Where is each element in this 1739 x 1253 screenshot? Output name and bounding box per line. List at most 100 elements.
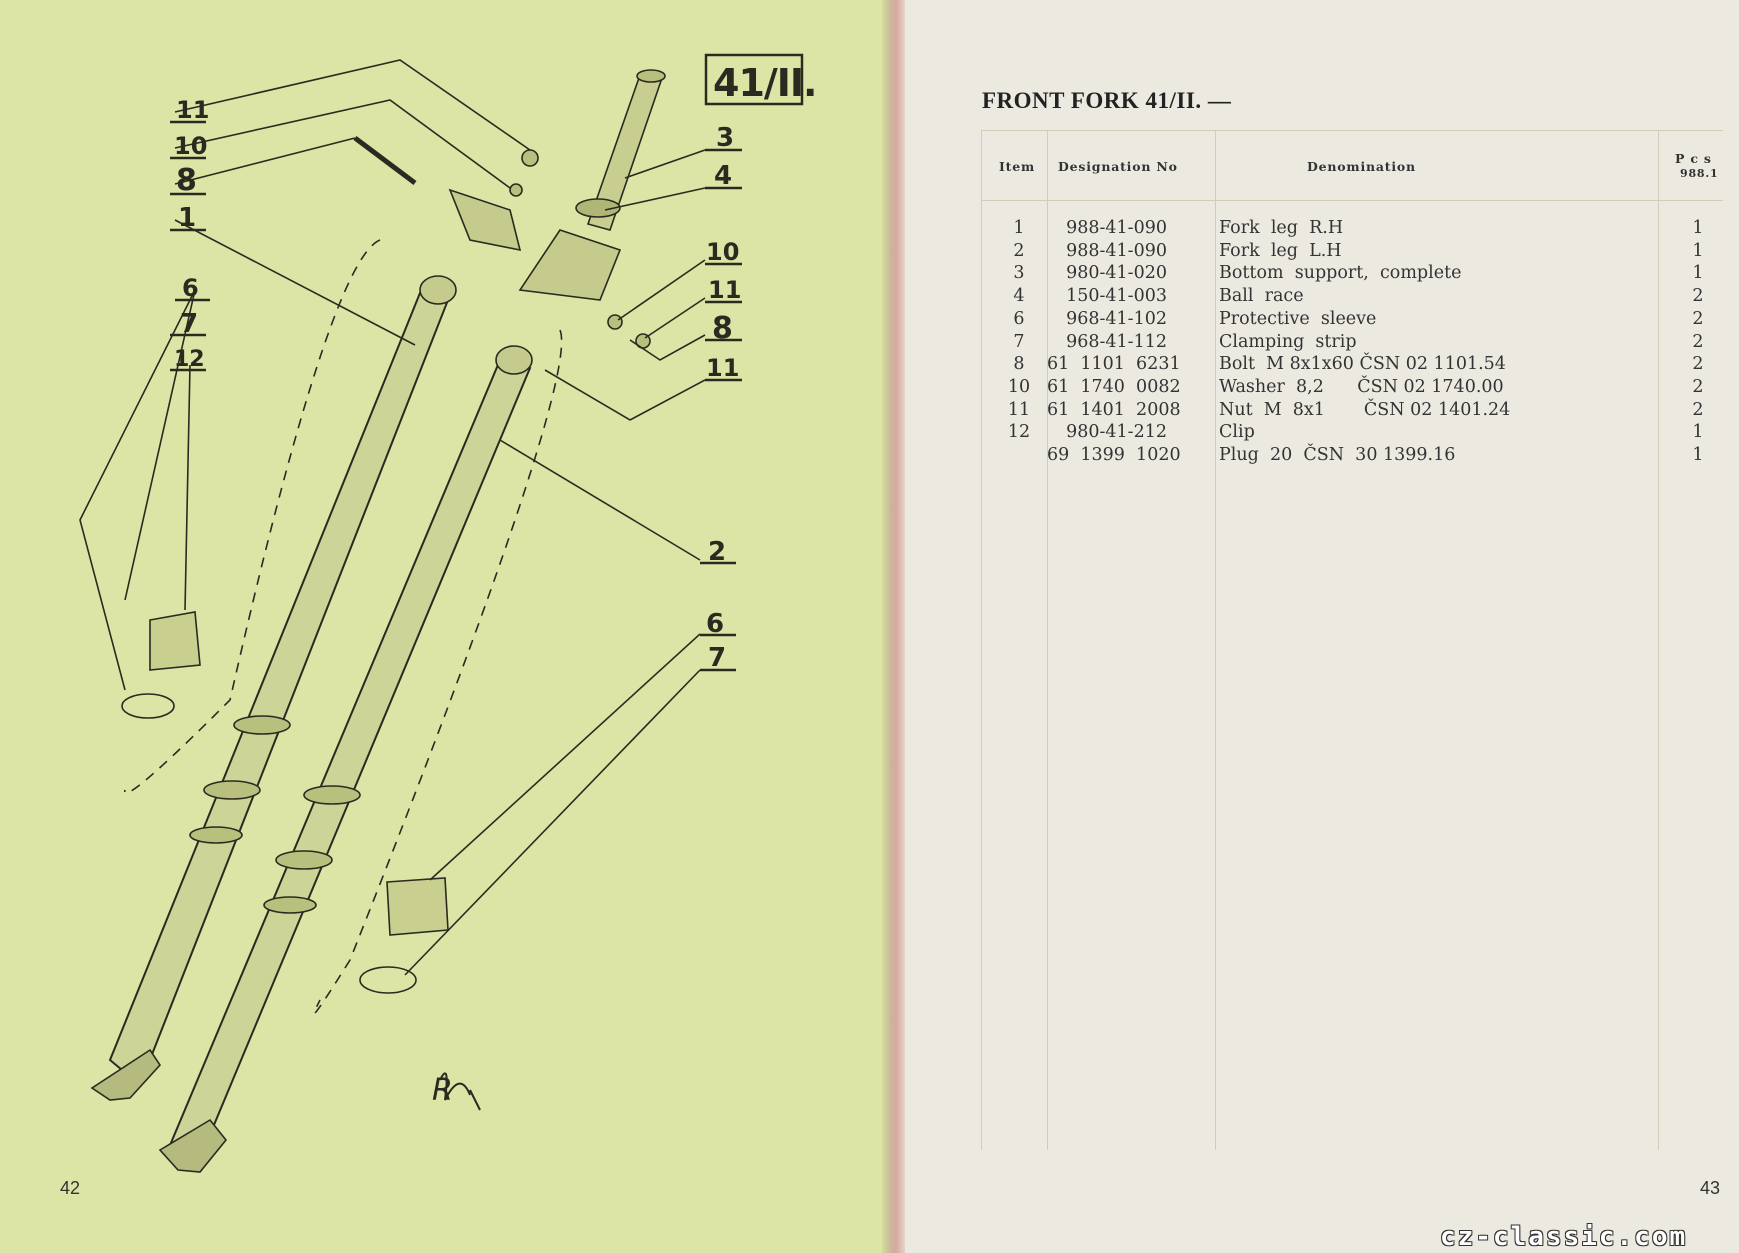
table-divider <box>1215 130 1216 1150</box>
cell-denomination: Bolt M 8x1x60 ČSN 02 1101.54 <box>1219 354 1506 375</box>
table-row: 8 61 1101 6231 Bolt M 8x1x60 ČSN 02 1101.5… <box>981 354 1723 376</box>
cell-designation: 980-41-020 <box>1066 263 1167 284</box>
cell-pcs: 1 <box>1692 218 1704 238</box>
callout: 12 <box>174 347 205 372</box>
callout: 3 <box>716 123 734 153</box>
cell-pcs: 2 <box>1692 399 1704 420</box>
cell-item: 8 <box>1013 354 1025 375</box>
right-page <box>905 0 1739 1253</box>
cell-item: 2 <box>1013 240 1025 261</box>
cell-denomination: Fork leg L.H <box>1219 240 1342 261</box>
cell-pcs: 1 <box>1692 422 1704 443</box>
fork-leg-rh <box>90 275 457 1101</box>
cell-denomination: Protective sleeve <box>1219 308 1377 329</box>
nut-11 <box>521 149 539 167</box>
cell-designation: 968-41-112 <box>1066 331 1167 352</box>
cell-designation: 61 1740 0082 <box>1047 376 1181 397</box>
cell-denomination: Washer 8,2 ČSN 02 1740.00 <box>1219 376 1504 397</box>
book-gutter <box>882 0 908 1253</box>
page-number-right: 43 <box>1700 1178 1721 1198</box>
header-designation: Designation No <box>1058 159 1178 174</box>
callout: 7 <box>708 643 726 673</box>
cell-designation: 980-41-212 <box>1066 422 1167 443</box>
washer-10-right <box>607 314 623 330</box>
callout: 6 <box>182 274 199 302</box>
washer-10 <box>509 183 523 197</box>
callout: 8 <box>176 163 197 198</box>
table-row: 6 968-41-102 Protective sleeve 2 <box>981 309 1723 331</box>
cell-item: 11 <box>1007 399 1031 420</box>
cell-denomination: Clamping strip <box>1219 331 1357 352</box>
cell-denomination: Bottom support, complete <box>1219 263 1462 284</box>
figure-label: 41/II. <box>713 61 816 105</box>
callout: 10 <box>174 132 207 160</box>
table-row: 12 980-41-212 Clip 1 <box>981 422 1723 444</box>
cell-pcs: 2 <box>1692 354 1704 375</box>
callout: 8 <box>712 311 733 346</box>
cell-designation: 988-41-090 <box>1066 218 1167 238</box>
cell-denomination: Plug 20 ČSN 30 1399.16 <box>1219 445 1456 465</box>
cell-item: 10 <box>1007 376 1031 397</box>
table-border <box>981 130 982 1150</box>
signature-text: R <box>432 1073 453 1108</box>
protective-sleeve-left <box>149 611 201 671</box>
clamping-strip-left <box>121 693 175 719</box>
figure-label-box <box>704 53 804 106</box>
callout: 11 <box>708 276 741 304</box>
callout: 6 <box>706 609 724 639</box>
cell-denomination: Clip <box>1219 422 1255 443</box>
cell-pcs: 2 <box>1692 308 1704 329</box>
cell-designation: 988-41-090 <box>1066 240 1167 261</box>
page-title: FRONT FORK 41/II. — <box>982 88 1232 113</box>
cell-designation: 69 1399 1020 <box>1047 445 1181 465</box>
front-fork-exploded-diagram: 41/II. 11 10 8 1 6 7 12 3 4 10 11 8 11 2… <box>79 53 817 1173</box>
left-page: 41/II. 11 10 8 1 6 7 12 3 4 10 11 8 11 2… <box>0 0 893 1253</box>
cell-item: 12 <box>1007 422 1031 443</box>
signature <box>439 1072 481 1111</box>
header-pcs: P c s <box>1675 151 1712 166</box>
table-divider <box>1658 130 1659 1150</box>
header-model: 988.1 <box>1680 167 1719 180</box>
cell-pcs: 2 <box>1692 376 1704 397</box>
cell-designation: 61 1101 6231 <box>1047 354 1181 375</box>
cell-pcs: 2 <box>1692 286 1704 307</box>
cell-pcs: 1 <box>1692 445 1704 465</box>
table-row: 11 61 1401 2008 Nut M 8x1 ČSN 02 1401.24 2 <box>981 400 1723 422</box>
cell-pcs: 1 <box>1692 263 1704 284</box>
cell-denomination: Fork leg R.H <box>1219 218 1344 238</box>
cell-designation: 150-41-003 <box>1066 286 1167 307</box>
cell-item: 6 <box>1013 308 1025 329</box>
fork-leg-lh <box>158 345 533 1173</box>
header-item: Item <box>999 159 1036 174</box>
callout: 10 <box>706 238 739 266</box>
table-row: 69 1399 1020 Plug 20 ČSN 30 1399.16 1 <box>981 445 1723 467</box>
cell-designation: 61 1401 2008 <box>1047 399 1181 420</box>
table-rule <box>981 200 1723 201</box>
table-rule <box>981 130 1723 131</box>
callout: 4 <box>714 161 732 191</box>
callout: 1 <box>178 203 196 233</box>
steering-stem <box>448 69 666 301</box>
cell-denomination: Nut M 8x1 ČSN 02 1401.24 <box>1219 399 1511 420</box>
table-divider <box>1047 130 1048 1150</box>
table-row: 10 61 1740 0082 Washer 8,2 ČSN 02 1740.00 2 <box>981 377 1723 399</box>
protective-sleeve-right <box>386 877 449 936</box>
table-row: 1 988-41-090 Fork leg R.H 1 <box>981 218 1723 240</box>
callout: 11 <box>706 354 739 382</box>
page-number-left: 42 <box>60 1178 81 1198</box>
callout: 2 <box>708 537 726 567</box>
bolt-8 <box>353 136 417 185</box>
table-row: 3 980-41-020 Bottom support, complete 1 <box>981 263 1723 285</box>
cell-item: 4 <box>1013 286 1025 307</box>
clamping-strip-right <box>359 966 417 994</box>
callout: 7 <box>180 309 198 339</box>
cell-designation: 968-41-102 <box>1066 308 1167 329</box>
cell-item: 1 <box>1013 218 1025 238</box>
cell-item: 3 <box>1013 263 1025 284</box>
parts-table: Item Designation No Denomination P c s 9… <box>981 130 1723 1150</box>
watermark: cz-classic.com <box>1440 1222 1688 1252</box>
